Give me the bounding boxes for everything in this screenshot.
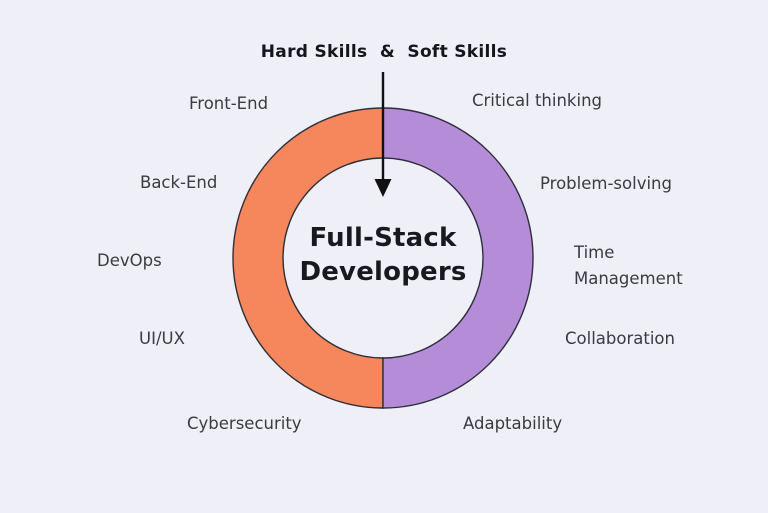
- label-ui-ux: UI/UX: [139, 329, 185, 348]
- label-back-end: Back-End: [140, 173, 218, 192]
- label-devops: DevOps: [97, 251, 162, 270]
- down-arrow-icon: [374, 72, 392, 197]
- label-adaptability: Adaptability: [463, 414, 563, 433]
- label-front-end: Front-End: [189, 94, 269, 113]
- hard-skills-segment: [232, 107, 384, 409]
- label-cybersecurity: Cybersecurity: [187, 414, 302, 433]
- label-collaboration: Collaboration: [565, 329, 675, 348]
- center-label-line2: Developers: [299, 257, 467, 287]
- label-problem-solving: Problem-solving: [540, 174, 672, 193]
- label-critical-thinking: Critical thinking: [472, 91, 602, 110]
- center-label: Full-Stack Developers: [283, 221, 483, 289]
- soft-skills-segment: [382, 107, 534, 409]
- center-label-line1: Full-Stack: [309, 223, 457, 253]
- label-time-management: Time Management: [574, 243, 683, 288]
- diagram-title: Hard Skills & Soft Skills: [260, 42, 508, 62]
